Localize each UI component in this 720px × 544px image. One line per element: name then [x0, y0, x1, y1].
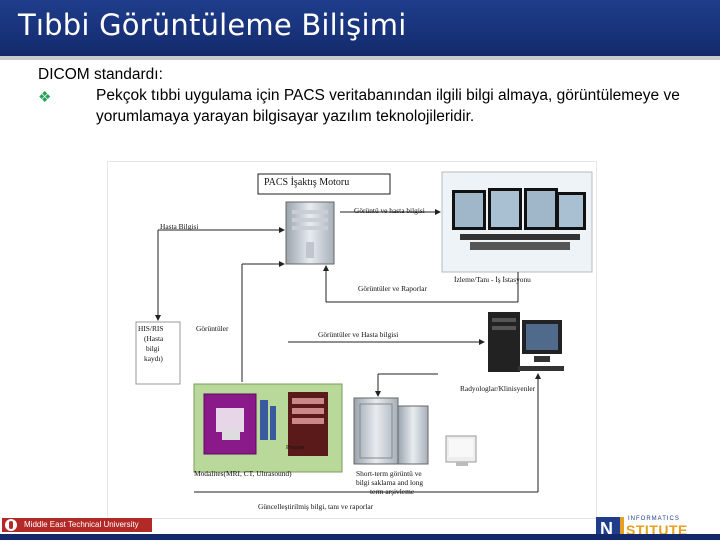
images-patient-info-label: Görüntüler ve Hasta bilgisi	[318, 330, 398, 339]
metu-footer-logo: Middle East Technical University	[2, 518, 152, 532]
image-patient-info-label-1: Görüntü ve hasta bilgisi	[354, 206, 425, 215]
pacs-diagram-graphic	[108, 162, 596, 518]
his-ris-label-1: HIS/RIS	[138, 324, 163, 333]
bullet-item: ❖ Pekçok tıbbi uygulama için PACS verita…	[38, 85, 698, 127]
patient-info-label: Hasta Bilgisi	[160, 222, 198, 231]
bottom-bar	[0, 534, 720, 540]
modalities-label: Modalites(MRI, CT, Ultrasound)	[194, 469, 292, 478]
updated-info-label: Güncelleştirilmiş bilgi, tanı ve raporla…	[258, 502, 373, 511]
storage-server-icon	[354, 398, 428, 464]
images-label: Görüntüler	[196, 324, 228, 333]
bullet-text: Pekçok tıbbi uygulama için PACS veritaba…	[96, 87, 680, 125]
pacs-diagram: PACS İşaktış Motoru Görüntü ve hasta bil…	[107, 161, 597, 519]
his-ris-label-3: bilgi	[146, 344, 160, 353]
radiologist-computer-icon	[488, 312, 564, 372]
slide-title: Tıbbi Görüntüleme Bilişimi	[18, 8, 406, 42]
pacs-title-label: PACS İşaktış Motoru	[264, 178, 349, 187]
storage-label-3: term arşivleme	[370, 487, 414, 496]
storage-label-1: Short-term görüntü ve	[356, 469, 422, 478]
slide-heading: DICOM standardı:	[38, 64, 698, 85]
images-reports-label: Görüntüler ve Raporlar	[358, 284, 427, 293]
workstation-label: İzleme/Tanı - İş İstasyonu	[454, 275, 531, 284]
slide-body: DICOM standardı: ❖ Pekçok tıbbi uygulama…	[38, 64, 698, 127]
slide-header: Tıbbi Görüntüleme Bilişimi	[0, 0, 720, 56]
header-divider	[0, 56, 720, 60]
workstation-monitors-icon	[442, 172, 592, 272]
his-ris-label-2: (Hasta	[144, 334, 163, 343]
his-ris-label-4: kaydı)	[144, 354, 163, 363]
radiologists-label: Radyologlar/Klinisyenler	[460, 384, 535, 393]
modalities-icon	[194, 384, 342, 472]
process-label: Process	[286, 444, 304, 453]
small-monitor-icon	[446, 436, 476, 466]
university-name: Middle East Technical University	[24, 518, 139, 532]
diamond-bullet-icon: ❖	[38, 87, 51, 108]
pacs-server-icon	[286, 202, 334, 264]
storage-label-2: bilgi saklama and long	[356, 478, 423, 487]
metu-logo-icon	[5, 519, 17, 531]
